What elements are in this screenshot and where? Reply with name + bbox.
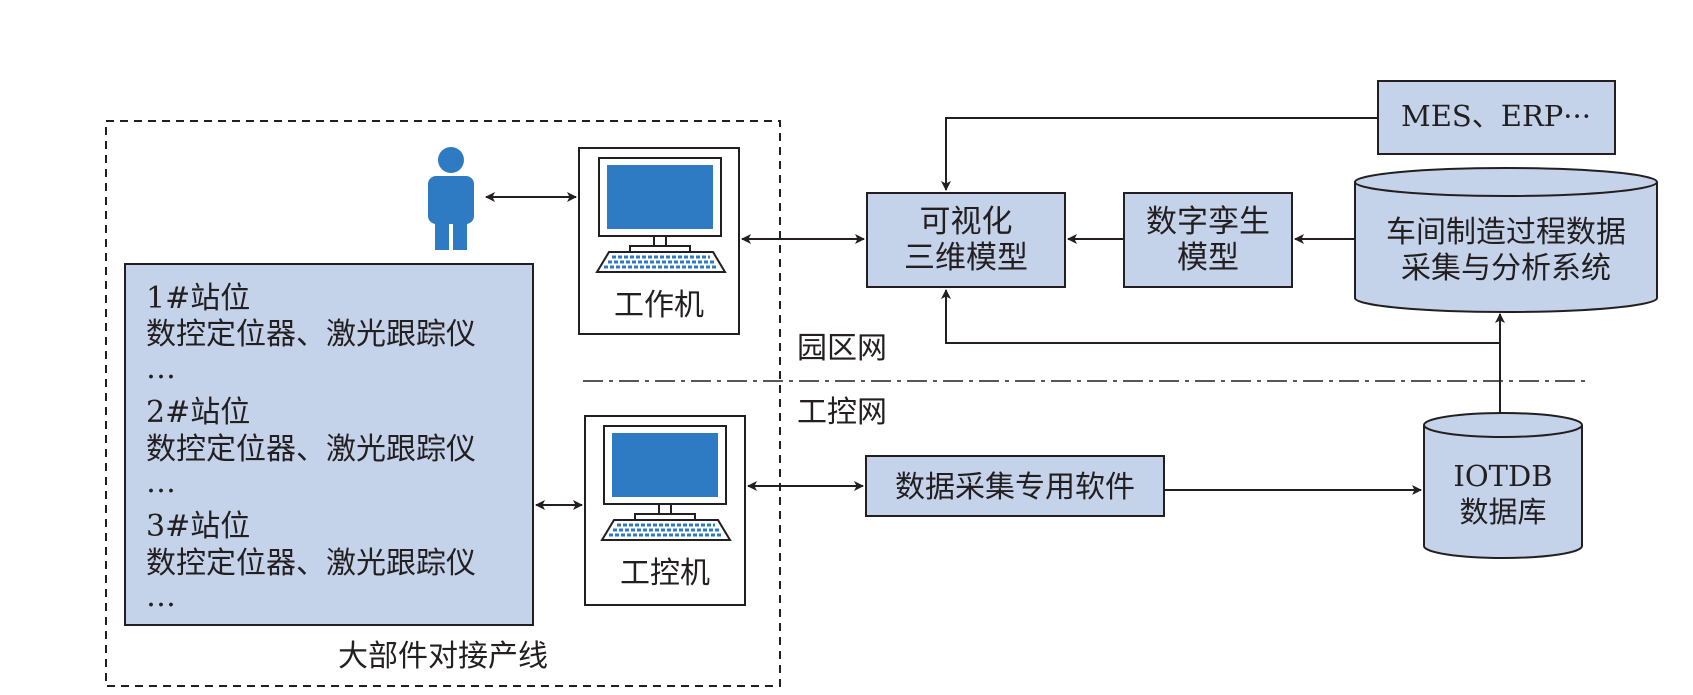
person-icon [428,147,474,250]
ipc-node: 工控机 [584,415,746,606]
production-line-boundary [105,120,781,687]
station-devices: 数控定位器、激光跟踪仪 [146,432,476,467]
visual-model-line1: 可视化 [920,204,1013,240]
campus-network-label: 园区网 [797,331,887,366]
workstation-node: 工作机 [578,147,740,335]
digital-twin-line2: 模型 [1177,240,1239,276]
station-more: … [146,351,176,386]
acquisition-software-box: 数据采集专用软件 [865,455,1165,517]
station-devices: 数控定位器、激光跟踪仪 [146,546,476,581]
digital-twin-box: 数字孪生 模型 [1123,192,1293,288]
iotdb-line2: 数据库 [1459,495,1546,529]
visual-model-box: 可视化 三维模型 [866,192,1066,288]
ipc-label: 工控机 [620,556,710,591]
station-2: 2#站位 数控定位器、激光跟踪仪 … [146,395,476,500]
stations-panel: 1#站位 数控定位器、激光跟踪仪 … 2#站位 数控定位器、激光跟踪仪 … 3#… [124,263,534,626]
workstation-label: 工作机 [614,288,704,323]
station-devices: 数控定位器、激光跟踪仪 [146,317,476,352]
mes-erp-box: MES、ERP··· [1377,80,1616,155]
station-name: 1#站位 [146,281,250,316]
industrial-network-label: 工控网 [797,395,887,430]
computer-icon [600,425,732,541]
computer-icon [595,157,727,273]
mes-to-visual-arrow [941,117,1378,191]
station-name: 3#站位 [146,509,250,544]
iotdb-line1: IOTDB [1453,459,1552,493]
mes-erp-label: MES、ERP··· [1401,99,1591,133]
workshop-system-line2: 采集与分析系统 [1401,251,1611,286]
station-3: 3#站位 数控定位器、激光跟踪仪 … [146,509,476,614]
station-more: … [146,579,176,614]
system-to-visual-arrow [941,289,1500,344]
visual-model-line2: 三维模型 [904,240,1028,276]
station-name: 2#站位 [146,395,250,430]
iotdb-database-cylinder: IOTDB 数据库 [1423,412,1583,559]
workshop-system-line1: 车间制造过程数据 [1386,215,1626,250]
station-more: … [146,465,176,500]
workshop-system-cylinder: 车间制造过程数据 采集与分析系统 [1354,167,1658,313]
station-1: 1#站位 数控定位器、激光跟踪仪 … [146,281,476,386]
production-line-title: 大部件对接产线 [338,639,548,674]
acquisition-software-label: 数据采集专用软件 [895,470,1135,505]
digital-twin-line1: 数字孪生 [1146,204,1270,240]
